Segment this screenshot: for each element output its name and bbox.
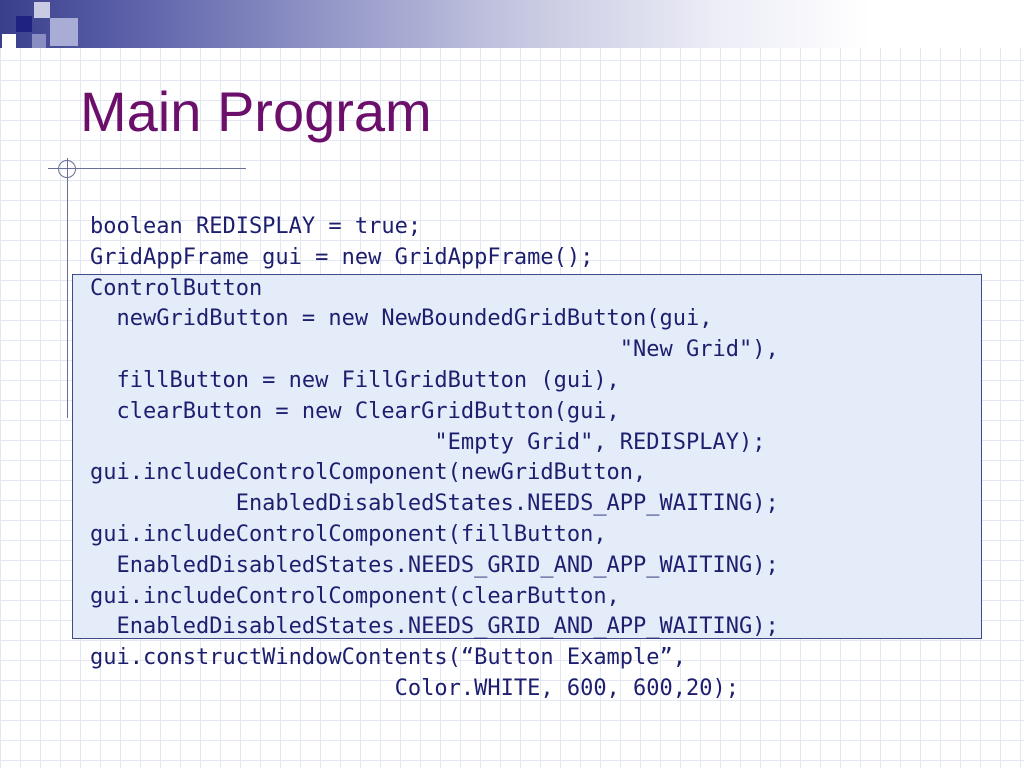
code-line: newGridButton = new NewBoundedGridButton… [90, 306, 713, 332]
code-line: gui.constructWindowContents(“Button Exam… [90, 645, 687, 671]
decorative-square [32, 34, 46, 48]
code-highlight-box [72, 274, 982, 639]
code-line: clearButton = new ClearGridButton(gui, [90, 398, 620, 424]
code-line: ControlButton [90, 275, 263, 301]
crosshair-icon [58, 160, 76, 178]
code-line: fillButton = new FillGridButton (gui), [90, 367, 620, 393]
slide-title: Main Program [80, 80, 432, 143]
decorative-square [34, 2, 50, 18]
decorative-square [2, 34, 16, 48]
decorative-square [16, 16, 32, 32]
code-line: EnabledDisabledStates.NEEDS_GRID_AND_APP… [90, 614, 779, 640]
code-line: EnabledDisabledStates.NEEDS_APP_WAITING)… [90, 491, 779, 517]
code-line: EnabledDisabledStates.NEEDS_GRID_AND_APP… [90, 552, 779, 578]
code-line: Color.WHITE, 600, 600,20); [90, 675, 740, 701]
decorative-square [50, 18, 78, 46]
code-line: "New Grid"), [90, 337, 779, 363]
title-underline-rule [48, 168, 246, 169]
code-line: "Empty Grid", REDISPLAY); [90, 429, 766, 455]
code-line: boolean REDISPLAY = true; [90, 214, 422, 239]
code-line: gui.includeControlComponent(newGridButto… [90, 460, 647, 486]
code-block: boolean REDISPLAY = true; GridAppFrame gu… [90, 212, 779, 705]
code-line: gui.includeControlComponent(clearButton, [90, 583, 620, 609]
code-line: gui.includeControlComponent(fillButton, [90, 521, 607, 547]
code-line: GridAppFrame gui = new GridAppFrame(); [90, 244, 594, 270]
header-gradient-band [0, 0, 1024, 48]
left-vertical-rule [67, 158, 68, 418]
